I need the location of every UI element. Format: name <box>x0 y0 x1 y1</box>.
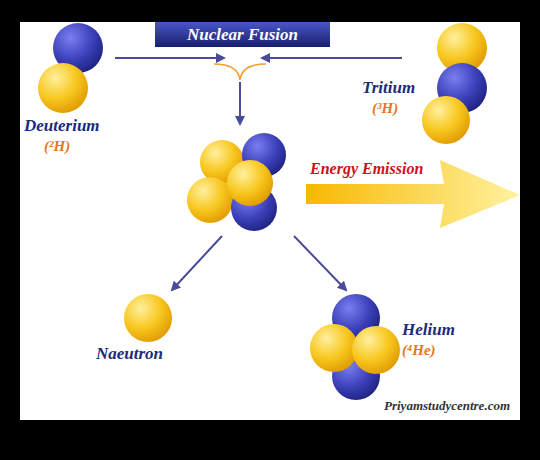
nucleon-ball <box>227 160 273 206</box>
proton-ball <box>38 63 88 113</box>
title-banner <box>155 22 330 47</box>
isotope-symbol: (⁴He) <box>402 340 455 360</box>
atom-label: Tritium(³H) <box>362 78 415 118</box>
white-ground <box>20 22 520 420</box>
arrow <box>294 236 346 290</box>
watermark: Priyamstudycentre.com <box>384 398 510 414</box>
nucleon-ball <box>187 177 233 223</box>
isotope-symbol: (²H) <box>44 136 100 156</box>
nucleon-ball <box>310 324 358 372</box>
atom-label: Deuterium(²H) <box>24 116 100 156</box>
neutron-ball <box>124 294 172 342</box>
element-name: Naeutron <box>96 344 163 364</box>
particle-label: Naeutron <box>96 344 163 364</box>
energy-arrow <box>306 160 520 228</box>
arrow <box>115 57 224 59</box>
element-name: Helium <box>402 320 455 340</box>
diagram-title: Nuclear Fusion <box>155 24 330 45</box>
element-name: Deuterium <box>24 116 100 136</box>
energy-label: Energy Emission <box>310 160 423 178</box>
arrow <box>262 57 402 59</box>
arrow <box>239 82 241 124</box>
atom-label: Helium(⁴He) <box>402 320 455 360</box>
arrow <box>172 236 222 290</box>
neutron-ball <box>422 96 470 144</box>
element-name: Tritium <box>362 78 415 98</box>
merge-curve <box>214 64 266 80</box>
isotope-symbol: (³H) <box>372 98 415 118</box>
nucleon-ball <box>352 326 400 374</box>
